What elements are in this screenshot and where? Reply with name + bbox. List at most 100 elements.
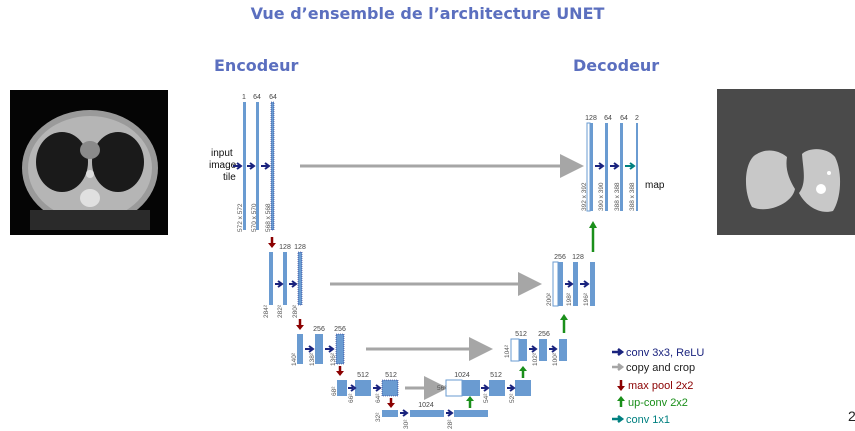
channel-label: 256 [538, 331, 550, 338]
size-label: 200² [546, 292, 553, 306]
legend-label: copy and crop [626, 362, 695, 374]
channel-label: 64 [604, 115, 612, 122]
channel-label: 512 [357, 372, 369, 379]
channel-label: 2 [635, 115, 639, 122]
size-label: 68² [331, 386, 338, 396]
feature-map-block [519, 339, 527, 361]
feature-map-block [243, 102, 246, 230]
legend-label: conv 1x1 [626, 414, 670, 426]
legend-item-copy: copy and crop [612, 362, 695, 374]
size-label: 64² [375, 393, 382, 403]
feature-map-block [454, 410, 488, 417]
size-label: 568 x 568 [265, 203, 272, 232]
ct-scan-image [10, 90, 168, 235]
channel-label: 64 [253, 94, 261, 101]
feature-map-block [590, 262, 595, 306]
legend-label: conv 3x3, ReLU [626, 347, 704, 359]
output-label: map [645, 180, 665, 191]
input-label: image [209, 160, 237, 171]
size-label: 388 x 388 [629, 182, 636, 211]
size-label: 30² [403, 419, 410, 429]
size-label: 136² [330, 352, 337, 366]
channel-label: 1 [242, 94, 246, 101]
input-label: input [211, 148, 233, 159]
legend-item-maxpool: max pool 2x2 [617, 380, 693, 392]
channel-label: 64 [620, 115, 628, 122]
feature-map-block [590, 123, 593, 211]
feature-map-block [256, 102, 259, 230]
legend: conv 3x3, ReLU copy and crop max pool 2x… [612, 347, 704, 426]
channel-label: 256 [334, 326, 346, 333]
size-label: 102² [532, 352, 539, 366]
size-label: 138² [309, 352, 316, 366]
feature-map-block [283, 252, 287, 305]
feature-map-block [620, 123, 623, 211]
channel-label: 512 [385, 372, 397, 379]
feature-map-block [355, 380, 371, 396]
size-label: 28² [447, 419, 454, 429]
channel-label: 1024 [418, 402, 434, 409]
size-label: 198² [566, 292, 573, 306]
copied-feature-block [552, 261, 559, 307]
arrow-right-icon [612, 415, 625, 423]
size-label: 392 x 392 [581, 182, 588, 211]
size-label: 388 x 388 [614, 182, 621, 211]
legend-label: max pool 2x2 [628, 380, 693, 392]
size-label: 572 x 572 [237, 203, 244, 232]
arrow-right-icon [612, 348, 625, 356]
size-label: 56² [437, 385, 447, 392]
channel-label: 256 [554, 254, 566, 261]
feature-map-block [573, 262, 578, 306]
feature-map-block [270, 101, 275, 231]
channel-label: 1024 [454, 372, 470, 379]
size-label: 196² [583, 292, 590, 306]
feature-map-block [315, 334, 323, 364]
input-label: tile [223, 172, 236, 183]
legend-item-conv: conv 3x3, ReLU [612, 347, 704, 359]
channel-label: 256 [313, 326, 325, 333]
feature-map-block [335, 333, 345, 365]
channel-label: 64 [269, 94, 277, 101]
size-label: 284² [263, 304, 270, 318]
size-label: 390 x 390 [598, 182, 605, 211]
feature-map-block [559, 339, 567, 361]
channel-label: 128 [294, 244, 306, 251]
size-label: 104² [504, 344, 511, 358]
encoder-heading: Encodeur [214, 56, 299, 75]
size-label: 282² [277, 304, 284, 318]
feature-map-block [382, 410, 398, 417]
size-label: 570 x 570 [251, 203, 258, 232]
feature-map-block [539, 339, 547, 361]
channel-label: 128 [585, 115, 597, 122]
feature-map-block [297, 334, 303, 364]
output-map-block [636, 123, 638, 211]
legend-item-conv1x1: conv 1x1 [612, 414, 670, 426]
arrow-right-icon [612, 363, 625, 371]
channel-label: 512 [515, 331, 527, 338]
channel-label: 512 [490, 372, 502, 379]
legend-item-upconv: up-conv 2x2 [617, 396, 688, 409]
segmentation-mask-image [717, 89, 855, 235]
slide-title: Vue d’ensemble de l’architecture UNET [250, 4, 605, 23]
feature-map-block [489, 380, 505, 396]
channel-label: 128 [572, 254, 584, 261]
size-label: 100² [552, 352, 559, 366]
feature-map-block [297, 251, 303, 306]
feature-map-block [605, 123, 608, 211]
feature-map-block [337, 380, 347, 396]
legend-label: up-conv 2x2 [628, 397, 688, 409]
feature-map-block [410, 410, 444, 417]
channel-label: 128 [279, 244, 291, 251]
copied-feature-block [510, 338, 520, 362]
feature-map-block [558, 262, 563, 306]
size-label: 280² [292, 304, 299, 318]
feature-map-block [515, 380, 531, 396]
feature-map-block [269, 252, 273, 305]
size-label: 52² [509, 393, 516, 403]
size-label: 32² [375, 412, 382, 422]
size-label: 140² [291, 352, 298, 366]
feature-map-block [462, 380, 480, 396]
size-label: 54² [483, 393, 490, 403]
page-number: 2 [848, 408, 855, 424]
